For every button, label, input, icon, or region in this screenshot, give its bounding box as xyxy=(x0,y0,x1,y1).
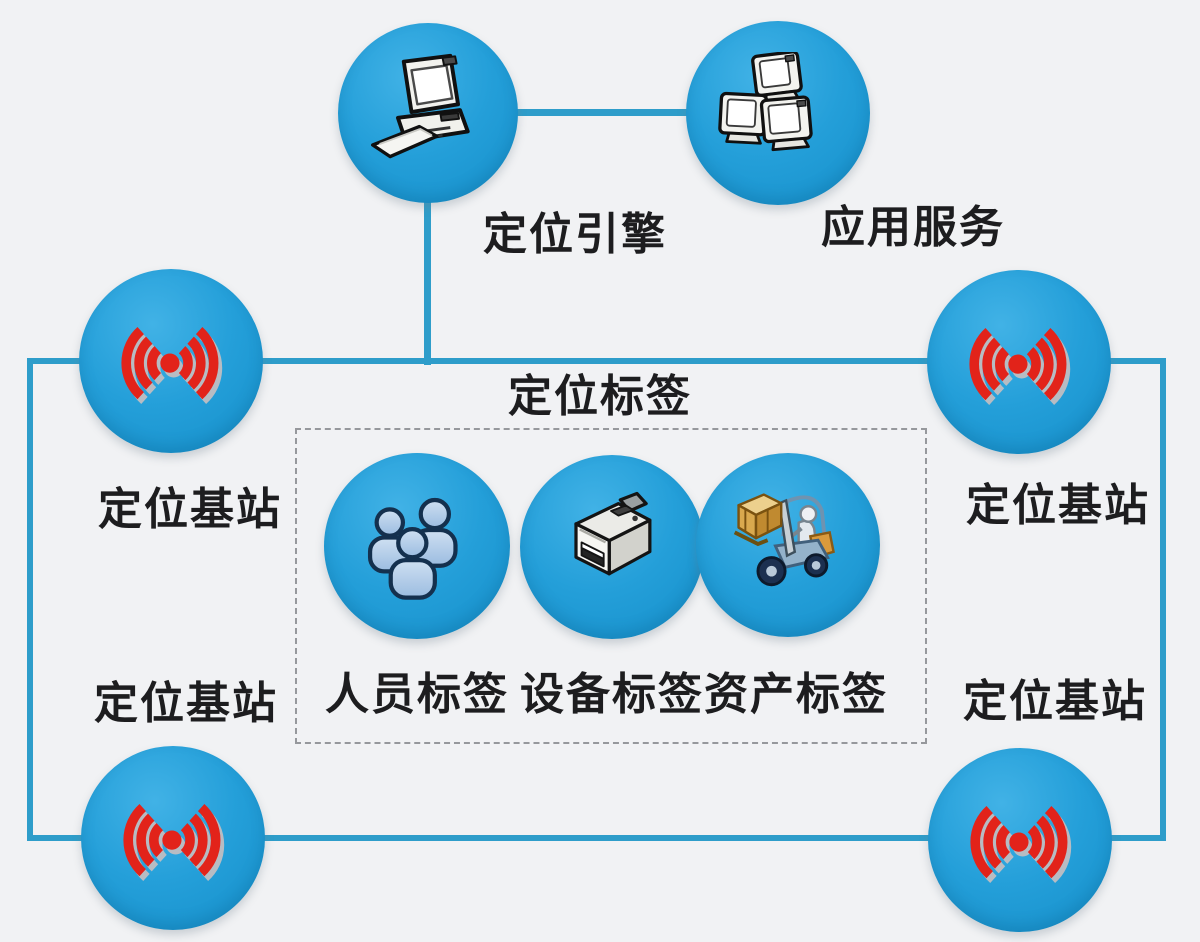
node-base-station-bottom-right xyxy=(928,748,1112,932)
tags-group-box xyxy=(295,428,927,744)
label-base-station-bottom-right: 定位基站 xyxy=(963,677,1147,726)
base-station-network-loop xyxy=(27,358,1166,841)
node-base-station-top-left xyxy=(79,269,263,453)
printer-icon xyxy=(574,491,652,576)
radio-signal-icon xyxy=(121,327,223,405)
label-personnel-tag: 人员标签 xyxy=(325,670,509,719)
node-base-station-top-right xyxy=(927,270,1111,454)
label-base-station-bottom-left: 定位基站 xyxy=(94,679,278,728)
connector-engine-to-network xyxy=(424,115,431,365)
forklift-icon xyxy=(733,493,835,587)
node-base-station-bottom-left xyxy=(81,746,265,930)
server-cluster-icon xyxy=(718,52,813,152)
radio-signal-icon xyxy=(969,328,1071,406)
people-group-icon xyxy=(367,497,458,600)
label-positioning-engine: 定位引擎 xyxy=(483,210,667,259)
desktop-computer-icon xyxy=(371,53,470,159)
radio-signal-icon xyxy=(123,804,225,882)
connector-engine-to-appserver xyxy=(428,109,780,116)
label-base-station-top-left: 定位基站 xyxy=(98,485,282,534)
label-positioning-tags: 定位标签 xyxy=(508,372,692,421)
radio-signal-icon xyxy=(970,806,1072,884)
node-equipment-tag xyxy=(520,455,704,639)
label-application-services: 应用服务 xyxy=(821,203,1005,252)
label-base-station-top-right: 定位基站 xyxy=(966,481,1150,530)
node-positioning-engine xyxy=(338,23,518,203)
label-asset-tag: 资产标签 xyxy=(704,670,888,719)
node-personnel-tag xyxy=(324,453,510,639)
node-asset-tag xyxy=(696,453,880,637)
node-application-services xyxy=(686,21,870,205)
label-equipment-tag: 设备标签 xyxy=(520,670,704,719)
